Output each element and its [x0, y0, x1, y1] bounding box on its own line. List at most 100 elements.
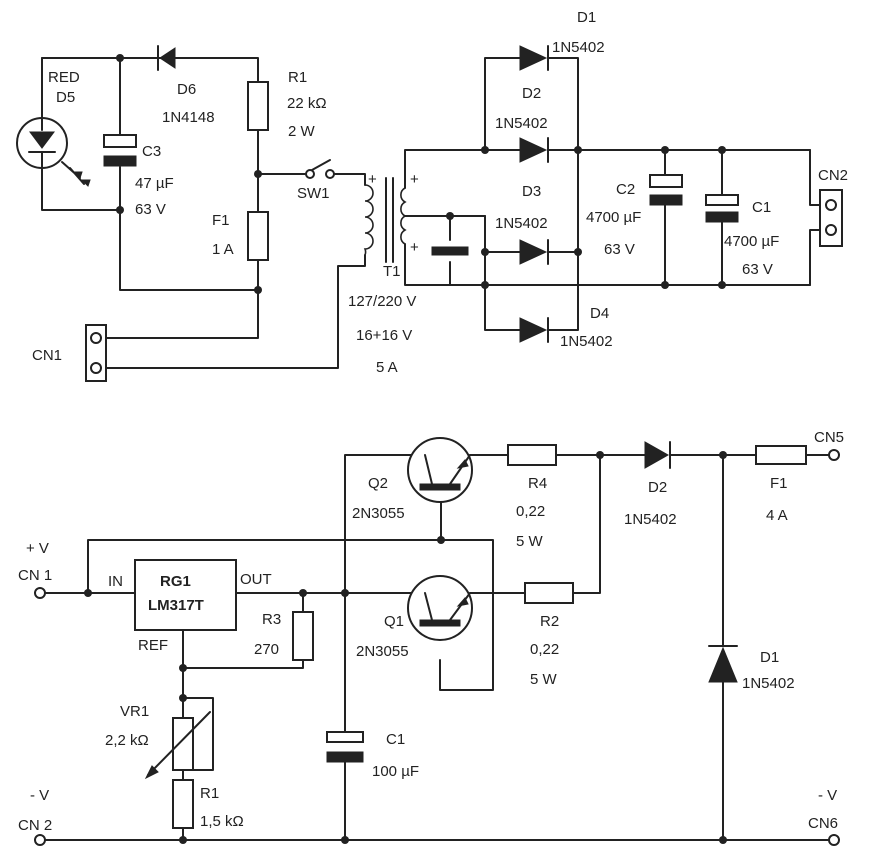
f1-bottom-ref: F1 [770, 475, 788, 492]
diode-d2-bottom [644, 441, 671, 469]
junction-dot [84, 589, 92, 597]
junction-dot [179, 836, 187, 844]
cn6-polarity: - V [818, 787, 837, 804]
junction-dot [661, 281, 669, 289]
d2-bottom-ref: D2 [648, 479, 667, 496]
junction-dot [254, 170, 262, 178]
junction-dot [719, 836, 727, 844]
neg-in-ref: CN 2 [18, 817, 52, 834]
cn1-ref: CN1 [32, 347, 62, 364]
c3-ref: C3 [142, 143, 161, 160]
d1-bottom-ref: D1 [760, 649, 779, 666]
f1-ref: F1 [212, 212, 230, 229]
terminal-cn1-bottom [34, 587, 46, 599]
pos-in-polarity: + V [26, 540, 49, 557]
t1-secondary: 16+16 V [356, 327, 412, 344]
centre-tap-plate [431, 246, 469, 256]
q2-part: 2N3055 [352, 505, 405, 522]
potentiometer-vr1 [144, 711, 211, 780]
r3-value: 270 [254, 641, 279, 658]
c1-top-value: 4700 µF [724, 233, 779, 250]
r4-value: 0,22 [516, 503, 545, 520]
diode-d6 [157, 45, 176, 71]
top-circuit [41, 57, 821, 369]
switch-sw1 [305, 159, 335, 179]
diode-d1-top [519, 45, 549, 71]
d4-top-ref: D4 [590, 305, 609, 322]
junction-dot [437, 536, 445, 544]
rg1-ref: RG1 [160, 573, 191, 590]
fuse-f1-bottom [755, 445, 807, 465]
rg1-pin-ref: REF [138, 637, 168, 654]
t1-current: 5 A [376, 359, 398, 376]
q1-part: 2N3055 [356, 643, 409, 660]
d4-top-part: 1N5402 [560, 333, 613, 350]
r2-ref: R2 [540, 613, 559, 630]
c2-ref: C2 [616, 181, 635, 198]
junction-dot [661, 146, 669, 154]
led-ref: D5 [56, 89, 75, 106]
diode-d1-bottom [708, 645, 738, 683]
cn5-ref: CN5 [814, 429, 844, 446]
t1-plus-secondary: + [410, 171, 419, 188]
c1-top-ref: C1 [752, 199, 771, 216]
capacitor-c1-bottom [326, 731, 364, 763]
rg1-part: LM317T [148, 597, 204, 614]
vr1-value: 2,2 kΩ [105, 732, 149, 749]
transformer-t1 [363, 177, 407, 263]
junction-dot [596, 451, 604, 459]
t1-plus-tap: + [410, 239, 419, 256]
terminal-cn6 [828, 834, 840, 846]
c1-bottom-value: 100 µF [372, 763, 419, 780]
cn2-ref: CN2 [818, 167, 848, 184]
f1-bottom-value: 4 A [766, 507, 788, 524]
junction-dot [116, 206, 124, 214]
diode-d2-top [519, 137, 549, 163]
transistor-q1 [407, 575, 473, 641]
junction-dot [481, 281, 489, 289]
junction-dot [481, 248, 489, 256]
resistor-r1 [247, 81, 269, 131]
q1-ref: Q1 [384, 613, 404, 630]
r1-power: 2 W [288, 123, 316, 140]
junction-dot [341, 589, 349, 597]
rg1-pin-in: IN [108, 573, 123, 590]
r1-value: 22 kΩ [287, 95, 327, 112]
bottom-circuit [43, 454, 831, 841]
c3-value: 47 µF [135, 175, 174, 192]
transistor-q2 [407, 437, 473, 503]
pos-in-ref: CN 1 [18, 567, 52, 584]
terminal-cn5 [828, 449, 840, 461]
resistor-r2 [524, 582, 574, 604]
r1-ref: R1 [288, 69, 307, 86]
r2-power: 5 W [530, 671, 558, 688]
r3-ref: R3 [262, 611, 281, 628]
fuse-f1 [247, 211, 269, 261]
junction-dot [446, 212, 454, 220]
d6-ref: D6 [177, 81, 196, 98]
r4-power: 5 W [516, 533, 544, 550]
d6-part: 1N4148 [162, 109, 215, 126]
bottom-junctions [84, 451, 727, 844]
r1-bottom-value: 1,5 kΩ [200, 813, 244, 830]
junction-dot [719, 451, 727, 459]
f1-value: 1 A [212, 241, 234, 258]
resistor-r3 [292, 611, 314, 661]
capacitor-c2 [649, 174, 683, 206]
c3-voltage: 63 V [135, 201, 166, 218]
junction-dot [718, 281, 726, 289]
resistor-r1-bottom [172, 779, 194, 829]
cn6-ref: CN6 [808, 815, 838, 832]
sw1-ref: SW1 [297, 185, 330, 202]
d1-bottom-part: 1N5402 [742, 675, 795, 692]
connector-cn2 [819, 189, 843, 247]
c1-top-voltage: 63 V [742, 261, 773, 278]
junction-dot [574, 146, 582, 154]
terminal-cn2-bottom [34, 834, 46, 846]
d3-top-part: 1N5402 [495, 215, 548, 232]
junction-dot [179, 694, 187, 702]
d2-bottom-part: 1N5402 [624, 511, 677, 528]
c2-value: 4700 µF [586, 209, 641, 226]
c1-bottom-ref: C1 [386, 731, 405, 748]
r2-value: 0,22 [530, 641, 559, 658]
